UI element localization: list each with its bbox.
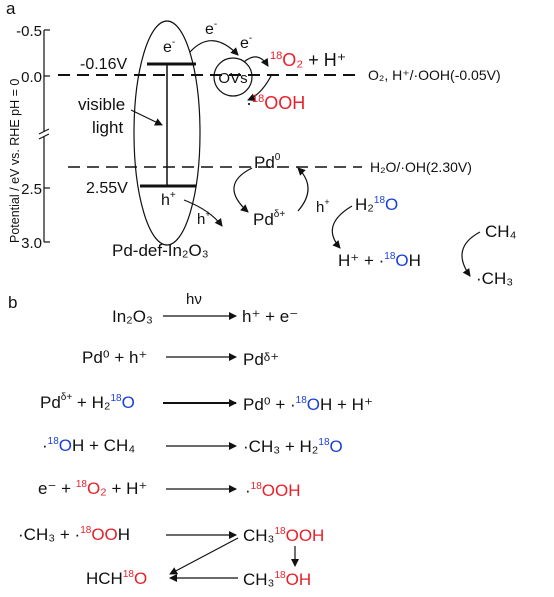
reaction-5-right: ·18OOH <box>245 481 301 500</box>
electron-symbol: e- <box>205 19 217 38</box>
reaction-3-left: Pdδ+ + H₂18O <box>40 392 135 412</box>
reaction-5: e⁻ + 18O₂ + H⁺ ·18OOH <box>38 479 301 500</box>
axis-title: Potential / eV vs. RHE pH = 0 <box>8 79 22 243</box>
methane-activation-arrow <box>461 231 481 277</box>
cb-level-label: -0.16V <box>80 56 127 73</box>
ooh-radical: ·18OOH <box>246 93 305 113</box>
methyl-radical: ·CH₃ <box>476 269 513 288</box>
light-arrow <box>130 109 163 126</box>
reaction-1-right: h⁺ + e⁻ <box>242 307 298 326</box>
reaction-6-right: CH₃18OOH <box>243 526 324 545</box>
vb-level-label: 2.55V <box>86 180 128 197</box>
reaction-1-left: In₂O₃ <box>112 307 153 326</box>
tick-label: 0.0 <box>21 69 42 86</box>
reaction-2-left: Pd⁰ + h⁺ <box>82 348 147 367</box>
reaction-1: In₂O₃ hν h⁺ + e⁻ <box>112 291 298 326</box>
pd0-species: Pd0 <box>254 152 281 172</box>
hole-symbol: h+ <box>161 190 176 209</box>
reaction-2: Pd⁰ + h⁺ Pdᵟ⁺ <box>82 348 279 369</box>
potential-axis: Potential / eV vs. RHE pH = 0 -0.5 0.0 2… <box>8 23 50 252</box>
reaction-4: ·18OH + CH₄ ·CH₃ + H₂18O <box>42 436 343 456</box>
oxygen-reactant: 18O₂ + H⁺ <box>270 50 346 70</box>
water-reactant: H₂18O <box>355 195 398 214</box>
tick-label: 2.5 <box>21 181 42 198</box>
methane: CH₄ <box>485 222 517 241</box>
hole-symbol: h+ <box>197 209 211 228</box>
material-label: Pd-def-In₂O₃ <box>112 241 209 260</box>
photon-label: hν <box>186 291 202 308</box>
electron-symbol: e- <box>163 37 175 56</box>
hole-transfer-arrow <box>183 199 223 227</box>
reaction-3-right: Pd⁰ + ·18OH + H⁺ <box>243 395 373 414</box>
pd-reduction-arrow <box>297 167 309 212</box>
formaldehyde-arrow <box>169 537 239 575</box>
electron-symbol: e- <box>240 33 252 52</box>
visible-light-label: visible <box>78 95 125 114</box>
water-oxidation-arrow <box>331 205 353 249</box>
reaction-6: ·CH₃ + ·18OOH CH₃18OOH <box>18 525 324 567</box>
pd-oxidation-arrow <box>233 167 253 213</box>
reaction-7-right: CH₃18OH <box>243 570 311 589</box>
oxygen-vacancy-circle <box>213 57 253 97</box>
reaction-7: HCH18O CH₃18OH <box>86 537 311 589</box>
visible-light-label: light <box>92 118 123 137</box>
catalyst-particle <box>133 20 201 246</box>
tick-label: -0.5 <box>16 23 42 40</box>
reaction-4-right: ·CH₃ + H₂18O <box>243 437 343 456</box>
oxygen-vacancy-label: OVs <box>218 70 247 87</box>
hole-symbol: h+ <box>316 197 330 216</box>
reaction-2-right: Pdᵟ⁺ <box>243 350 279 369</box>
hydroxyl-radical: H⁺ + ·18OH <box>338 251 421 270</box>
tick-label: 3.0 <box>21 235 42 252</box>
reaction-6-left: ·CH₃ + ·18OOH <box>18 525 130 544</box>
panel-b-label: b <box>8 293 17 312</box>
electron-to-o2-arrow <box>243 56 269 67</box>
reaction-4-left: ·18OH + CH₄ <box>42 436 135 455</box>
electron-transfer-arrow <box>189 40 239 56</box>
o2-reference-label: O₂, H⁺/·OOH(-0.05V) <box>368 67 501 83</box>
h2o-reference-label: H₂O/·OH(2.30V) <box>370 159 472 175</box>
reaction-3: Pdδ+ + H₂18O Pd⁰ + ·18OH + H⁺ <box>40 392 373 414</box>
reaction-7-left: HCH18O <box>86 569 147 588</box>
pd-delta-species: Pdδ+ <box>253 209 285 229</box>
ooh-formation-arrow <box>247 73 273 101</box>
reaction-5-left: e⁻ + 18O₂ + H⁺ <box>38 479 147 498</box>
panel-a-label: a <box>6 0 16 18</box>
